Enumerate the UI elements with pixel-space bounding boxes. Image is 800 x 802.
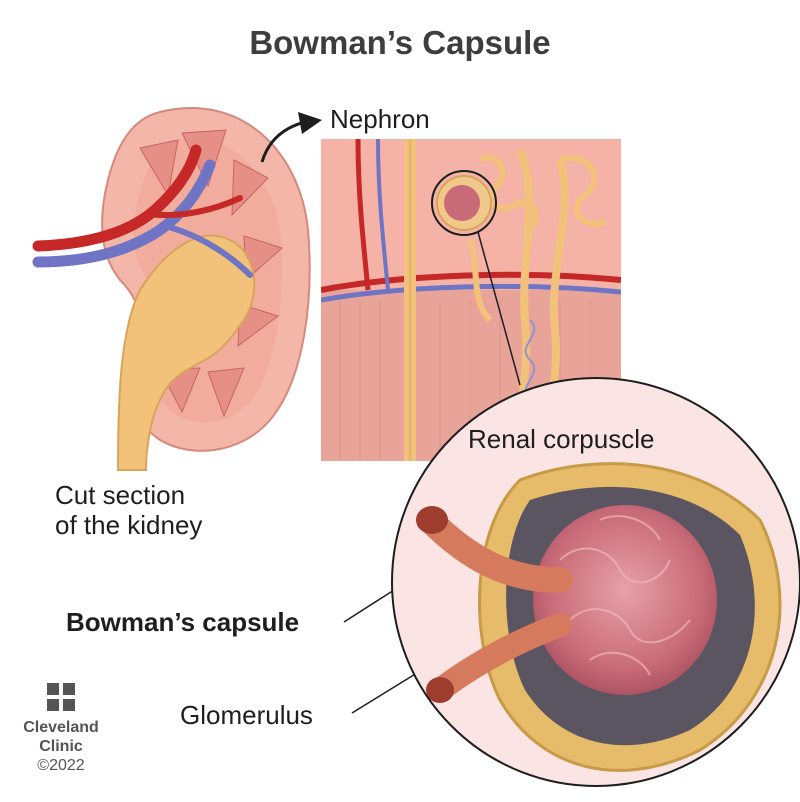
brand-name-line2: Clinic [39, 738, 83, 755]
bowmans-capsule-label: Bowman’s capsule [66, 607, 300, 637]
nephron-panel [321, 139, 621, 461]
cut-section-label: Cut section of the kidney [55, 480, 202, 540]
brand-name-line1: Cleveland [23, 719, 99, 736]
arrow-icon [260, 112, 322, 163]
renal-corpuscle-label: Renal corpuscle [468, 424, 655, 454]
nephron-label: Nephron [330, 104, 430, 134]
page-title: Bowman’s Capsule [249, 24, 551, 61]
cut-section-label-line2: of the kidney [55, 510, 203, 540]
kidney-cut-section [32, 107, 311, 471]
cleveland-clinic-logo-icon [47, 683, 75, 711]
renal-corpuscle-circle [391, 377, 800, 787]
branding: Cleveland Clinic ©2022 [16, 718, 106, 775]
cut-section-label-line1: Cut section [55, 480, 186, 510]
copyright-text: ©2022 [37, 757, 85, 774]
glomerulus-label: Glomerulus [180, 700, 313, 730]
